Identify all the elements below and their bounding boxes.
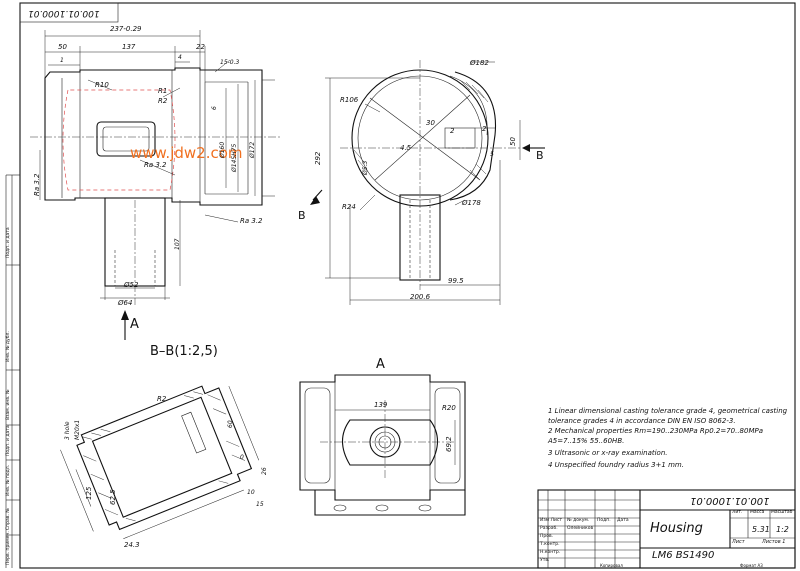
dim-r10: R10 — [95, 81, 109, 89]
dim-2a: 2 — [450, 127, 455, 135]
dim-1: 1 — [60, 57, 64, 64]
sec-dim-26: 26 — [261, 467, 268, 475]
view-a-dim-69-2: 69.2 — [445, 436, 453, 452]
section-label-right: B — [536, 149, 544, 162]
tb-col-lit: Лит. — [732, 510, 743, 515]
front-view — [30, 30, 280, 340]
sec-dim-15: 15 — [256, 501, 264, 508]
note-line-3: 2 Mechanical properties Rm=190..230MPa R… — [548, 427, 764, 435]
tb-role-tcontr: Т.контр. — [540, 542, 560, 547]
dim-292: 292 — [314, 151, 322, 165]
strip-label-2: Инв. № дубл. — [6, 331, 11, 362]
tb-dev-name: Олейников — [567, 526, 594, 531]
strip-label-1: Подп. и дата — [6, 227, 11, 258]
ra-left: Ra 3.2 — [33, 173, 41, 196]
dim-d160: Ø160 — [219, 141, 226, 158]
dim-d145: Ø145H75 — [231, 143, 238, 172]
tb-sheet: Лист — [732, 539, 745, 545]
tb-mass: 5.31 — [752, 525, 770, 534]
tb-row1d: Дата — [617, 518, 629, 523]
dim-r1: R1 — [158, 87, 168, 95]
sec-dim-r2: R2 — [157, 395, 167, 403]
strip-label-5: Инв. № подл. — [6, 464, 11, 496]
dim-r24: R24 — [342, 203, 356, 211]
tb-material: LM6 BS1490 — [652, 550, 715, 561]
view-a-dim-r20: R20 — [442, 404, 456, 412]
sec-dim-10: 10 — [247, 489, 255, 496]
dim-d52: Ø52 — [124, 281, 139, 289]
dim-107: 107 — [174, 238, 181, 250]
strip-label-3: Взам. инв. № — [6, 389, 11, 420]
dim-15: 15-0.3 — [220, 59, 240, 66]
tb-col-mass: Масса — [750, 510, 765, 515]
ra-center: Ra 3.2 — [144, 161, 167, 169]
dim-d172: Ø172 — [249, 141, 256, 158]
title-block — [537, 489, 796, 569]
tb-role-dev: Разраб. — [540, 526, 558, 531]
tb-row1: Изм Лист — [540, 518, 562, 523]
dim-22: 22 — [196, 43, 205, 51]
note-line-1: 1 Linear dimensional casting tolerance g… — [548, 407, 788, 415]
tb-footer-right: Формат A3 — [740, 563, 763, 568]
dim-overall-width: 237-0.29 — [110, 25, 142, 33]
tb-designation: 100.01.1000.01 — [690, 495, 770, 506]
sec-dim-3hole: 3 hole — [64, 421, 71, 440]
dim-5: 5 — [490, 151, 494, 158]
tb-part-name: Housing — [650, 521, 703, 536]
view-arrow-a: A — [130, 317, 139, 332]
tb-row1c: Подп. — [597, 518, 611, 523]
side-view — [310, 60, 545, 305]
dim-200-6: 200.6 — [410, 293, 431, 301]
sec-dim-24-3: 24.3 — [124, 541, 140, 549]
sec-dim-62-5: 62.5 — [109, 489, 117, 505]
section-label-left: B — [298, 209, 306, 222]
dim-r2: R2 — [158, 97, 168, 105]
watermark: www.jdw2.com — [130, 144, 243, 162]
dim-r106: R106 — [340, 96, 359, 104]
stamp-number: 100.01.1000.01 — [28, 8, 100, 18]
sheet-frame — [19, 2, 796, 569]
sec-dim-m20: M20x1 — [74, 419, 81, 440]
stamp-box — [19, 2, 119, 23]
dim-d64: Ø64 — [118, 299, 133, 307]
tb-footer-left: Копировал — [600, 563, 623, 568]
note-line-2: tolerance grades 4 in accordance DIN EN … — [548, 417, 736, 425]
view-a — [299, 374, 466, 516]
tb-row1b: № докум. — [567, 518, 590, 523]
strip-label-7: Перв. примен. — [6, 531, 11, 565]
tb-role-ncontr: Н.контр. — [540, 550, 561, 555]
dim-d178: Ø178 — [462, 199, 481, 207]
dim-2b: 2 — [482, 125, 487, 133]
sec-dim-60: 60 — [227, 420, 234, 428]
dim-4: 4 — [178, 54, 182, 61]
dim-50: 50 — [58, 43, 67, 51]
tb-role-appr: Утв. — [540, 558, 550, 563]
section-view — [60, 385, 260, 539]
note-line-4: A5=7..15% 55..60HB. — [548, 437, 625, 445]
section-title: B–B(1:2,5) — [150, 344, 218, 359]
dim-99-5: 99.5 — [448, 277, 464, 285]
dim-137: 137 — [122, 43, 136, 51]
sec-dim-125: 125 — [85, 486, 93, 500]
tb-scale: 1:2 — [776, 525, 789, 534]
view-a-title: A — [376, 357, 385, 372]
note-line-5: 3 Ultrasonic or x-ray examination. — [548, 449, 668, 457]
strip-label-4: Подп. и дата — [6, 425, 11, 456]
note-line-6: 4 Unspecified foundry radius 3+1 mm. — [548, 461, 684, 469]
dim-d53: Ø5.3 — [362, 160, 369, 175]
dim-30: 30 — [426, 119, 435, 127]
tb-sheets: Листов 1 — [762, 539, 786, 545]
dim-d182: Ø182 — [470, 59, 489, 67]
dim-4-5: 4.5 — [400, 144, 412, 152]
tb-role-check: Пров. — [540, 534, 554, 539]
ra-right: Ra 3.2 — [240, 217, 263, 225]
strip-label-6: Справ. № — [6, 508, 11, 530]
dim-6: 6 — [211, 106, 218, 110]
sec-dim-0: 0 — [240, 454, 244, 461]
tb-col-scale: Масштаб — [771, 510, 793, 515]
dim-50-side: 50 — [509, 137, 517, 146]
view-a-dim-139: 139 — [374, 401, 388, 409]
